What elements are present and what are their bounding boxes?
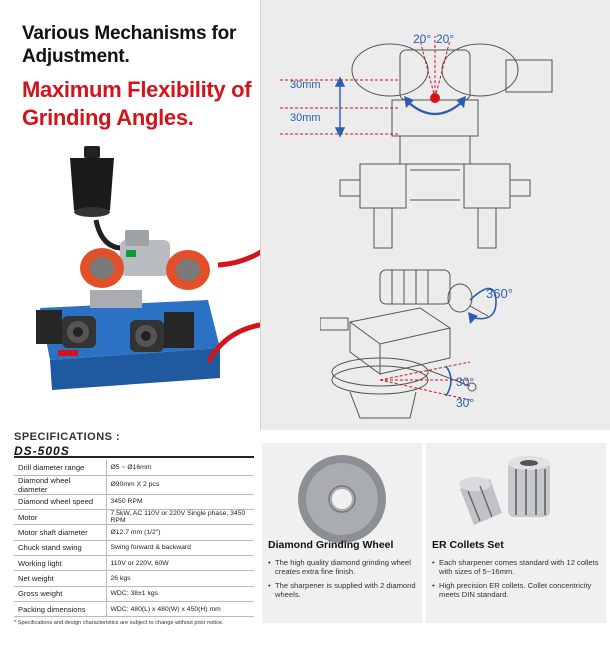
spec-value: 3450 RPM: [106, 494, 254, 511]
drill-sharpener-image: [36, 146, 220, 390]
product-hero: Various Mechanisms for Adjustment. Maxim…: [0, 0, 312, 430]
spec-key: Working light: [14, 555, 107, 572]
spec-key: Diamond wheel speed: [14, 494, 107, 511]
headline-accent: Maximum Flexibility of Grinding Angles.: [22, 77, 252, 130]
list-item: The sharpener is supplied with 2 diamond…: [268, 581, 418, 600]
headline-primary: Various Mechanisms for Adjustment.: [22, 23, 237, 67]
spec-value: Swing forward & backward: [106, 540, 254, 556]
list-item: High precision ER collets. Collet concen…: [432, 581, 602, 600]
swing-lower-label: 30°: [456, 396, 475, 410]
height-lower-label: 30mm: [290, 112, 321, 124]
wheel-card-title: Diamond Grinding Wheel: [268, 539, 394, 551]
spec-key: Chuck stand swing: [14, 540, 107, 556]
er-collets-card: ER Collets Set Each sharpener comes stan…: [426, 443, 606, 623]
spec-value: 7.5kW, AC 110V or 220V Single phase, 345…: [106, 509, 254, 526]
angle-left-label: 20°: [413, 32, 432, 46]
spec-value: Ø90mm X 2 pcs: [106, 475, 254, 495]
chuck-swing-diagram: [320, 269, 497, 419]
height-upper-label: 30mm: [290, 79, 321, 91]
spec-key: Net weight: [14, 570, 107, 587]
spec-value: 110V or 220V, 60W: [106, 555, 254, 572]
chuck-holders: [36, 290, 194, 352]
spec-key: Drill diameter range: [14, 460, 107, 476]
list-item: Each sharpener comes standard with 12 co…: [432, 558, 602, 577]
swing-upper-label: 30°: [456, 375, 475, 389]
model-number: DS-500S: [14, 444, 70, 458]
spec-value: 26 kgs: [106, 570, 254, 587]
grinding-angle-diagram: [280, 36, 553, 249]
collet-icon: [459, 456, 550, 525]
spec-value: WDC: 38±1 kgs: [106, 586, 254, 602]
collet-card-title: ER Collets Set: [432, 539, 504, 551]
wheel-card-bullets: The high quality diamond grinding wheel …: [268, 558, 418, 604]
spec-value: WDC: 480(L) x 480(W) x 450(H) mm: [106, 601, 254, 618]
motor-assembly: [120, 230, 170, 276]
specifications-heading: SPECIFICATIONS :: [14, 431, 121, 443]
spec-key: Gross weight: [14, 586, 107, 602]
spec-key: Packing dimensions: [14, 601, 107, 618]
spec-value: Ø12.7 mm (1/2"): [106, 524, 254, 541]
disclaimer-note: * Specifications and design characterist…: [14, 620, 224, 626]
spec-key: Motor: [14, 509, 107, 526]
list-item: The high quality diamond grinding wheel …: [268, 558, 418, 577]
collet-card-bullets: Each sharpener comes standard with 12 co…: [432, 558, 602, 604]
spec-value: Ø5 ~ Ø16mm: [106, 460, 254, 476]
diamond-wheel-icon: [298, 455, 386, 543]
rotation-label: 360°: [486, 286, 513, 301]
spec-key: Diamond wheel diameter: [14, 475, 107, 495]
diamond-wheel-card: Diamond Grinding Wheel The high quality …: [262, 443, 422, 623]
grinding-wheel-guards: [80, 248, 210, 290]
spec-key: Motor shaft diameter: [14, 524, 107, 541]
angle-right-label: 20°: [436, 32, 455, 46]
spec-divider: [14, 456, 254, 458]
